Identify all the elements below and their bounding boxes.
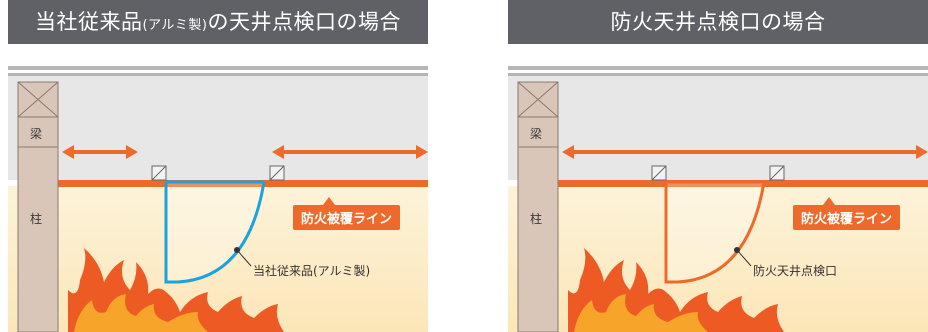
- beam-label: 梁: [530, 127, 543, 141]
- beam-label: 梁: [30, 127, 43, 141]
- left-title-main-a: 当社従来品: [34, 10, 143, 34]
- fire-line-tag: 防火被覆ライン: [293, 197, 401, 230]
- right-diagram: [508, 66, 928, 332]
- right-panel: 防火天井点検口の場合 梁 柱 防火被覆ライン: [508, 0, 928, 332]
- slab-top-line: [8, 66, 428, 70]
- right-panel-title: 防火天井点検口の場合: [508, 0, 928, 44]
- slab-line-2: [508, 73, 928, 76]
- left-diagram: [8, 66, 428, 332]
- left-title-main-b: の天井点検口の場合: [207, 10, 401, 34]
- column-label: 柱: [530, 212, 543, 226]
- callout-label: 防火天井点検口: [753, 264, 838, 278]
- column-label: 柱: [30, 212, 43, 226]
- ceiling-space: [8, 76, 428, 180]
- left-panel: 当社従来品(アルミ製)の天井点検口の場合: [8, 0, 428, 332]
- slab-line-2: [8, 73, 428, 76]
- flames-front: [574, 294, 708, 332]
- ceiling-space: [508, 76, 928, 180]
- slab-top-line: [508, 66, 928, 70]
- left-panel-title: 当社従来品(アルミ製)の天井点検口の場合: [8, 0, 428, 44]
- door-swing: [164, 181, 266, 284]
- callout-label: 当社従来品(アルミ製): [253, 264, 371, 278]
- flames-front: [74, 294, 208, 332]
- left-title-small: (アルミ製): [142, 18, 208, 33]
- fire-line-tag: 防火被覆ライン: [793, 197, 901, 230]
- door-swing: [664, 181, 766, 284]
